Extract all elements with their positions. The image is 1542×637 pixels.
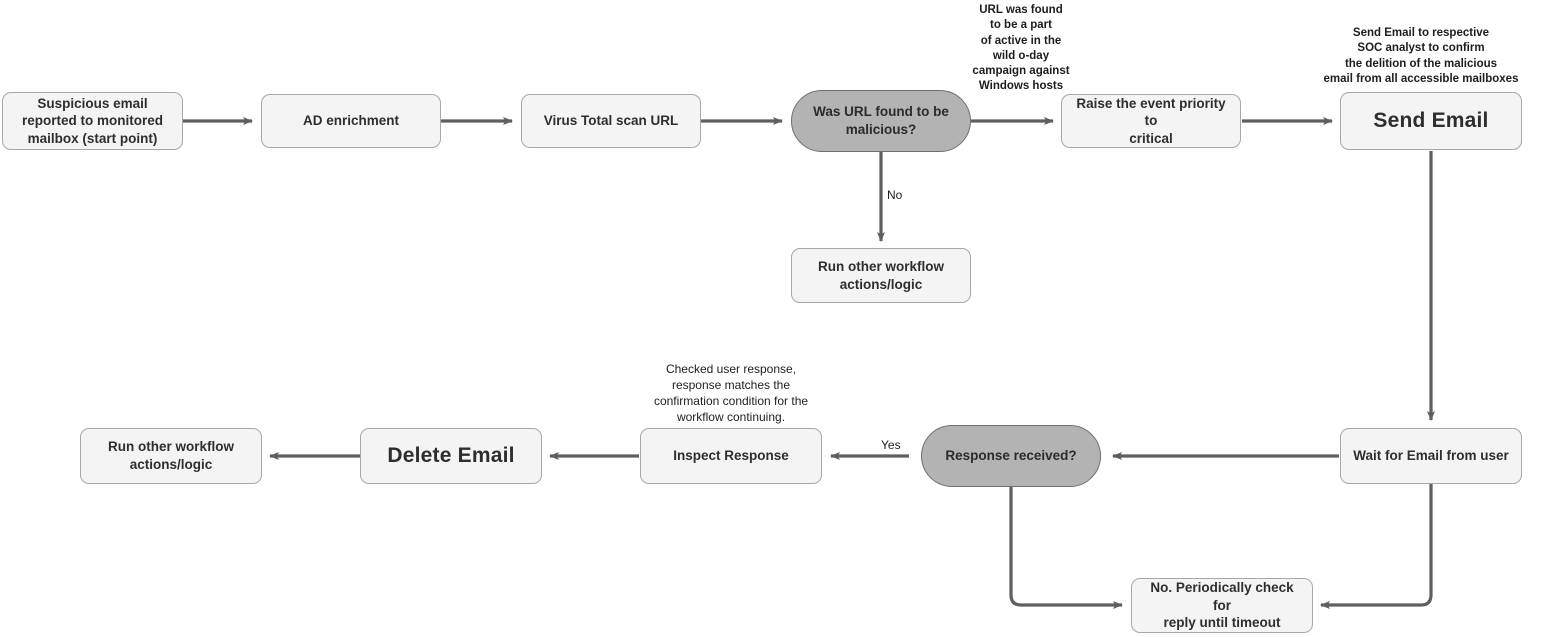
node-decision-url-malicious[interactable]: Was URL found to be malicious? [791,90,971,152]
edge-response-no-to-periodic [1009,487,1123,609]
node-ad-enrichment[interactable]: AD enrichment [261,94,441,148]
node-send-email[interactable]: Send Email [1340,92,1522,150]
node-inspect-response[interactable]: Inspect Response [640,428,822,484]
edge-label-yes: Yes [881,438,901,452]
node-decision-response-received[interactable]: Response received? [921,425,1101,487]
node-run-other-workflow-bottom[interactable]: Run other workflow actions/logic [80,428,262,484]
node-run-other-workflow-top[interactable]: Run other workflow actions/logic [791,248,971,303]
edge-label-no: No [887,188,903,202]
note-url-campaign: URL was found to be a part of active in … [972,4,1070,93]
node-raise-priority[interactable]: Raise the event priority to critical [1061,94,1241,148]
node-virus-total-scan[interactable]: Virus Total scan URL [521,94,701,148]
node-periodic-check[interactable]: No. Periodically check for reply until t… [1131,578,1313,633]
node-wait-for-email[interactable]: Wait for Email from user [1340,428,1522,484]
node-start[interactable]: Suspicious email reported to monitored m… [2,92,183,150]
note-send-email-details: Send Email to respective SOC analyst to … [1323,27,1519,85]
edge-wait-to-periodic [1320,484,1433,609]
node-delete-email[interactable]: Delete Email [360,428,542,484]
note-checked-user-response: Checked user response, response matches … [653,362,809,424]
